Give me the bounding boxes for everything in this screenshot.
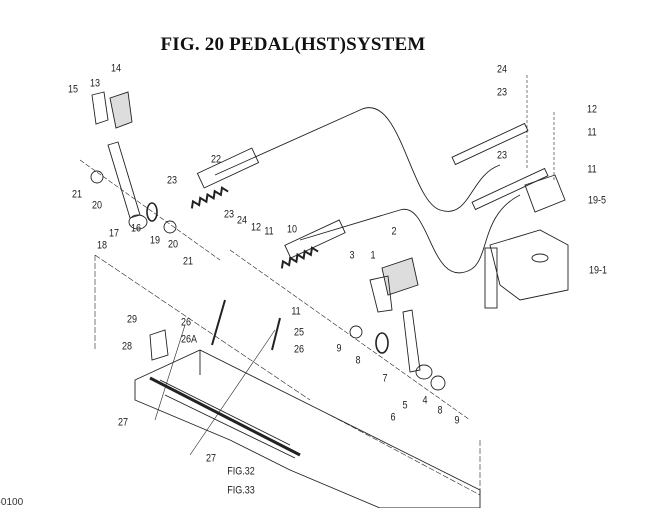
pedal-plate-1 [369,275,393,313]
callout-label: 24 [496,63,508,76]
callout-label: 9 [454,414,460,427]
cable-end-upper-right [451,122,529,166]
cross-reference-label: FIG.32 [227,465,255,478]
callout-label: 16 [130,222,142,235]
callout-label: 29 [126,313,138,326]
callout-label: 23 [496,149,508,162]
callout-label: 11 [291,305,301,318]
callout-label: 7 [382,372,388,385]
callout-label: 20 [91,199,103,212]
figure-title: FIG. 20 PEDAL(HST)SYSTEM [160,34,426,55]
bolt-26 [211,299,226,346]
bracket-19-5 [524,174,566,213]
cable-end-lower-right [471,167,549,211]
callout-label: 5 [402,399,408,412]
callout-label: 23 [496,86,508,99]
callout-label: 11 [587,126,597,139]
frame-main [134,349,481,508]
callout-label: 15 [67,83,79,96]
callout-label: 19-1 [588,264,608,277]
spring-7 [375,332,389,354]
spring-22 [190,186,229,209]
cable-upper [214,107,501,212]
callout-label: 24 [236,214,248,227]
callout-label: 26 [180,316,192,329]
washer-20b [163,220,177,234]
callout-label: 27 [117,416,129,429]
callout-label: 21 [71,188,83,201]
bracket-28 [149,329,169,361]
callout-label: 26A [180,333,198,346]
callout-label: 6 [390,411,396,424]
spring-10 [280,246,319,269]
callout-label: 27 [205,452,217,465]
callout-label: 18 [96,239,108,252]
cable-end-upper-left [196,147,260,189]
bolt-25 [271,317,281,351]
cable-end-lower-left [284,219,346,259]
callout-label: 25 [293,326,305,339]
callout-label: 20 [167,238,179,251]
callout-label: 17 [108,227,120,240]
callout-label: 12 [586,103,598,116]
callout-label: 11 [264,225,274,238]
callout-label: 11 [587,163,597,176]
pedal-pad-14 [109,91,133,129]
callout-label: 2 [391,225,397,238]
washer-8 [349,325,363,339]
callout-label: 8 [437,404,443,417]
spring-19 [146,202,158,222]
callout-label: 9 [336,342,342,355]
callout-label: 3 [349,249,355,262]
pedal-pad-2 [381,257,419,296]
pedal-boss-left [128,214,148,230]
cross-reference-label: FIG.33 [227,484,255,497]
bracket-19-1 [489,229,569,301]
callout-label: 23 [166,174,178,187]
pedal-arm-right [402,309,421,373]
callout-label: 4 [422,394,428,407]
pedal-boss-right [415,364,433,380]
callout-label: 10 [286,223,298,236]
callout-label: 26 [293,343,305,356]
callout-label: 12 [250,221,262,234]
washer-8b [430,375,446,391]
callout-label: 8 [355,354,361,367]
callout-label: 22 [210,153,222,166]
callout-label: 13 [89,77,101,90]
callout-label: 14 [110,62,122,75]
callout-label: 21 [182,255,194,268]
callout-label: 28 [121,340,133,353]
frame-shaft [149,376,301,457]
pedal-plate-13 [91,91,109,125]
cable-lower [299,194,521,274]
callout-label: 1 [370,249,376,262]
callout-label: 19-5 [587,194,607,207]
callout-label: 23 [223,208,235,221]
drawing-code: 3-0100 [0,497,24,508]
callout-label: 19 [149,234,161,247]
pedal-arm-left [107,141,141,219]
washer-20 [90,170,104,184]
